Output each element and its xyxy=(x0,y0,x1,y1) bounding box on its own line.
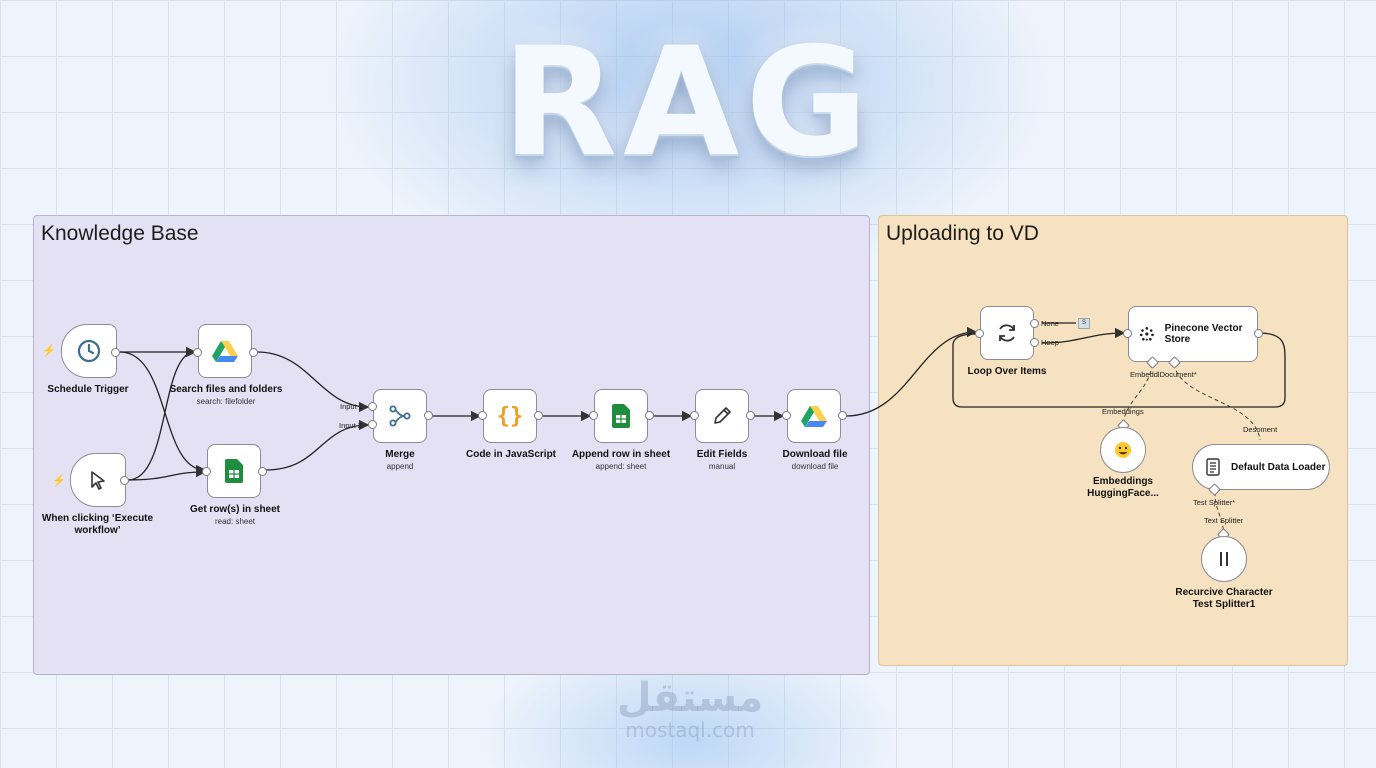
output-loop-label: Hoep xyxy=(1041,338,1059,347)
code-braces-icon: {} xyxy=(496,403,524,429)
document-icon xyxy=(1206,458,1220,476)
input-2-label: Input 2 xyxy=(339,421,362,430)
input-port-1[interactable] xyxy=(368,402,377,411)
output-port[interactable] xyxy=(258,467,267,476)
output-port[interactable] xyxy=(1254,329,1263,338)
append-row-node[interactable] xyxy=(594,389,648,443)
input-port[interactable] xyxy=(690,411,699,420)
group-title: Uploading to VD xyxy=(886,222,1039,245)
group-title: Knowledge Base xyxy=(41,222,199,245)
default-data-loader-node[interactable]: Default Data Loader xyxy=(1192,444,1330,490)
watermark-logo-text: مستقل xyxy=(616,675,764,721)
output-port[interactable] xyxy=(645,411,654,420)
node-label: When clicking ‘Execute workflow’ xyxy=(41,513,154,536)
input-port-2[interactable] xyxy=(368,420,377,429)
output-done-label: None xyxy=(1041,319,1059,328)
schedule-trigger-node[interactable] xyxy=(61,324,117,378)
google-sheets-icon xyxy=(225,459,243,483)
output-port[interactable] xyxy=(249,348,258,357)
group-uploading-to-vd[interactable]: Uploading to VD xyxy=(878,215,1348,666)
node-label: Embeddings HuggingFace... xyxy=(1087,476,1159,499)
node-label: Pinecone Vector Store xyxy=(1164,323,1243,345)
text-splitter-node[interactable] xyxy=(1201,536,1247,582)
sub-port-label: Text Splitter xyxy=(1204,516,1244,525)
trigger-bolt-icon: ⚡ xyxy=(42,345,56,357)
watermark-url: mostaql.com xyxy=(625,718,755,742)
input-port[interactable] xyxy=(1123,329,1132,338)
output-port-loop[interactable] xyxy=(1030,338,1039,347)
loop-over-items-node[interactable] xyxy=(980,306,1034,360)
input-port[interactable] xyxy=(975,329,984,338)
loop-icon xyxy=(999,324,1015,342)
sub-port-label: Embeddings xyxy=(1102,407,1144,416)
connection-dashed xyxy=(1173,363,1261,441)
output-port[interactable] xyxy=(746,411,755,420)
output-port[interactable] xyxy=(534,411,543,420)
connection xyxy=(119,351,207,476)
add-node-badge[interactable]: S xyxy=(1078,318,1090,329)
connection xyxy=(1041,327,1126,344)
input-1-label: Input 1 xyxy=(340,402,363,411)
connection xyxy=(265,419,370,471)
google-sheets-icon xyxy=(612,404,630,428)
node-label: Schedule Trigger xyxy=(47,384,129,395)
clock-icon xyxy=(77,339,101,363)
huggingface-icon xyxy=(1115,442,1131,458)
sub-port-label: Desoment xyxy=(1243,425,1278,434)
connection xyxy=(256,351,370,413)
connection xyxy=(952,332,1286,408)
input-port[interactable] xyxy=(782,411,791,420)
manual-trigger-node[interactable] xyxy=(70,453,126,507)
page-title: RAG xyxy=(501,16,875,190)
google-drive-icon xyxy=(801,405,827,427)
output-port[interactable] xyxy=(838,411,847,420)
output-port-done[interactable] xyxy=(1030,319,1039,328)
output-port[interactable] xyxy=(120,476,129,485)
edit-fields-node[interactable] xyxy=(695,389,749,443)
input-port[interactable] xyxy=(193,348,202,357)
watermark: مستقل mostaql.com xyxy=(560,676,820,740)
merge-node[interactable] xyxy=(373,389,427,443)
get-rows-node[interactable] xyxy=(207,444,261,498)
pause-icon xyxy=(1220,552,1228,566)
pinecone-vector-store-node[interactable]: Pinecone Vector Store xyxy=(1128,306,1258,362)
pencil-icon xyxy=(714,407,731,424)
connection xyxy=(845,326,978,417)
connection xyxy=(127,346,197,481)
download-file-node[interactable] xyxy=(787,389,841,443)
node-label: Loop Over Items xyxy=(967,366,1047,377)
google-drive-icon xyxy=(212,340,238,362)
node-label: Default Data Loader xyxy=(1231,461,1326,473)
search-files-node[interactable] xyxy=(198,324,252,378)
trigger-bolt-icon: ⚡ xyxy=(52,475,66,487)
node-label: Code in JavaScript xyxy=(465,449,557,460)
group-knowledge-base[interactable]: Knowledge Base xyxy=(33,215,870,675)
pinecone-icon xyxy=(1139,327,1154,341)
output-port[interactable] xyxy=(111,348,120,357)
input-port[interactable] xyxy=(202,467,211,476)
output-port[interactable] xyxy=(424,411,433,420)
connection xyxy=(127,466,207,481)
embeddings-huggingface-node[interactable] xyxy=(1100,427,1146,473)
cursor-icon xyxy=(91,471,105,490)
input-port[interactable] xyxy=(478,411,487,420)
sub-port-label: EmbeddlDocument* xyxy=(1130,370,1197,379)
sub-port-label: Test Splitter* xyxy=(1193,498,1236,507)
node-label: Recurcive Character Test Splitter1 xyxy=(1175,587,1273,610)
merge-icon xyxy=(389,405,411,427)
code-node[interactable]: {} xyxy=(483,389,537,443)
input-port[interactable] xyxy=(589,411,598,420)
